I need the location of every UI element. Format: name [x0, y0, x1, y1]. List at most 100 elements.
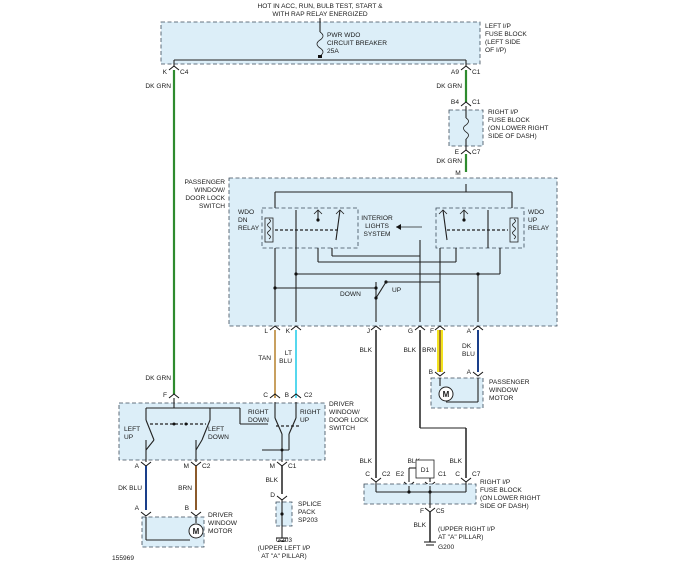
driver-motor-m: M	[193, 527, 200, 536]
pass-int-node-1	[273, 286, 277, 290]
connector-b-driver-motor	[190, 511, 202, 517]
splice-pack-box	[275, 501, 293, 527]
dn-relay-coil	[264, 217, 274, 243]
connector-e2-label: E2	[396, 471, 404, 478]
wire-label-blk-splice: BLK	[266, 477, 279, 484]
left-fuse-block-label-2: FUSE BLOCK	[485, 31, 527, 38]
connector-c-driver-label: C	[263, 392, 268, 399]
right-fuse-lower-label-2: FUSE BLOCK	[480, 487, 522, 494]
wdo-up-relay-label-3: RELAY	[528, 225, 550, 232]
pass-switch-blade	[375, 281, 387, 299]
connector-m-label: M	[455, 170, 461, 177]
passenger-switch-label-1: PASSENGER	[184, 179, 225, 186]
connector-d-splice	[276, 495, 288, 501]
connector-c2-driver-label: C2	[304, 392, 313, 399]
interior-lights-arrow	[396, 224, 401, 230]
figure-number: 155969	[112, 555, 134, 562]
connector-c5-label: C5	[436, 508, 445, 515]
connector-c-c7-lower	[460, 477, 472, 483]
wire-label-dk-grn-right-lower: DK GRN	[436, 158, 462, 165]
connector-b-pass-motor	[434, 371, 446, 377]
drv-right-up-label-1: RIGHT	[300, 409, 321, 416]
connector-f-driver-label: F	[163, 392, 167, 399]
drv-left-up-label-1: LEFT	[124, 426, 140, 433]
right-fuse-lower-label-3: (ON LOWER RIGHT	[480, 495, 540, 502]
connector-m-driver-label: M	[184, 463, 190, 470]
wire-label-blk-j: BLK	[360, 347, 373, 354]
driver-switch-label-3: DOOR LOCK	[329, 417, 369, 424]
connector-k2-label: K	[286, 328, 291, 335]
top-note-line-2: WITH RAP RELAY ENERGIZED	[272, 11, 367, 18]
wire-label-blu-pass: BLU	[462, 351, 475, 358]
dn-relay-contact-2-arrow	[313, 209, 323, 215]
connector-d-splice-label: D	[270, 492, 275, 499]
connector-l-label: L	[264, 328, 268, 335]
right-fuse-lower-label-1: RIGHT I/P	[480, 479, 511, 486]
wire-label-blk-lower-2: BLK	[408, 458, 421, 465]
interior-lights-label-2: LIGHTS	[365, 223, 389, 230]
connector-c-driver	[269, 393, 281, 399]
driver-motor-label-2: WINDOW	[208, 520, 238, 527]
connector-c-lower-label: C	[365, 471, 370, 478]
ground-g203-label-1: G203	[276, 537, 292, 544]
pass-switch-down-label: DOWN	[340, 291, 361, 298]
right-fuse-upper-label-3: (ON LOWER RIGHT	[488, 125, 548, 132]
connector-m-c1-driver	[276, 461, 288, 467]
connector-e-c7	[460, 149, 472, 155]
wire-label-blk-g: BLK	[404, 347, 417, 354]
dn-relay-switch-blade	[335, 209, 341, 241]
up-relay-switch-blade	[442, 209, 448, 241]
right-fuse-upper-label-2: FUSE BLOCK	[488, 117, 530, 124]
drv-left-up-blade	[145, 419, 155, 441]
interior-lights-label-3: SYSTEM	[363, 231, 390, 238]
wire-label-dk-grn-right-upper: DK GRN	[436, 83, 462, 90]
wdo-dn-relay-label-3: RELAY	[238, 225, 260, 232]
drv-right-up-label-2: UP	[300, 417, 310, 424]
connector-c4-label: C4	[180, 69, 189, 76]
connector-b-c2-driver	[290, 393, 302, 399]
passenger-switch-label-3: DOOR LOCK	[185, 195, 225, 202]
drv-left-out	[145, 439, 155, 451]
connector-f-label: F	[430, 328, 434, 335]
connector-c2-lower-label: C2	[382, 471, 391, 478]
pass-int-node-3	[476, 272, 480, 276]
wire-label-dk-blu-driver: DK BLU	[118, 485, 142, 492]
driver-motor-symbol	[188, 523, 204, 539]
up-relay-contact-2-arrow	[459, 209, 469, 215]
connector-b-driver-label: B	[285, 392, 290, 399]
driver-motor-label-1: DRIVER	[208, 512, 233, 519]
interior-lights-label-1: INTERIOR	[361, 215, 393, 222]
splice-label-2: PACK	[298, 509, 316, 516]
wire-label-dk-grn-left-lower: DK GRN	[145, 375, 171, 382]
passenger-motor-m: M	[443, 390, 450, 399]
connector-m-c2-driver	[190, 461, 202, 467]
connector-c1-lower-label: C1	[438, 471, 447, 478]
breaker-label-2: CIRCUIT BREAKER	[327, 40, 387, 47]
breaker-label-1: PWR WDO	[327, 32, 360, 39]
pass-switch-down-contact	[374, 286, 378, 290]
passenger-motor-label-3: MOTOR	[489, 395, 514, 402]
connector-c1-upper-label: C1	[472, 99, 481, 106]
connector-k2	[290, 325, 302, 331]
pass-switch-pivot	[374, 296, 378, 300]
connector-a9-c1	[460, 65, 472, 71]
pass-switch-up-label: UP	[392, 287, 402, 294]
drv-link-node-1	[172, 422, 176, 426]
drv-right-out	[195, 439, 203, 451]
connector-k-c4	[168, 65, 180, 71]
dn-relay-contact-3-arrow	[335, 209, 345, 215]
breaker-label-3: 25A	[327, 48, 339, 55]
connector-a-driver-motor	[140, 511, 152, 517]
wdo-dn-relay-label-2: DN	[238, 217, 248, 224]
up-relay-coil	[509, 217, 519, 243]
up-relay-node	[462, 218, 466, 222]
drv-left-down-label-1: LEFT	[208, 426, 224, 433]
driver-switch-label-4: SWITCH	[329, 425, 355, 432]
connector-c-lower	[370, 477, 382, 483]
wire-label-brn-driver: BRN	[178, 485, 192, 492]
breaker-terminal	[318, 55, 322, 58]
passenger-motor-label-1: PASSENGER	[489, 379, 530, 386]
connector-j	[370, 325, 382, 331]
ground-g203-label-3: AT "A" PILLAR)	[261, 553, 306, 560]
wire-label-tan: TAN	[258, 355, 271, 362]
